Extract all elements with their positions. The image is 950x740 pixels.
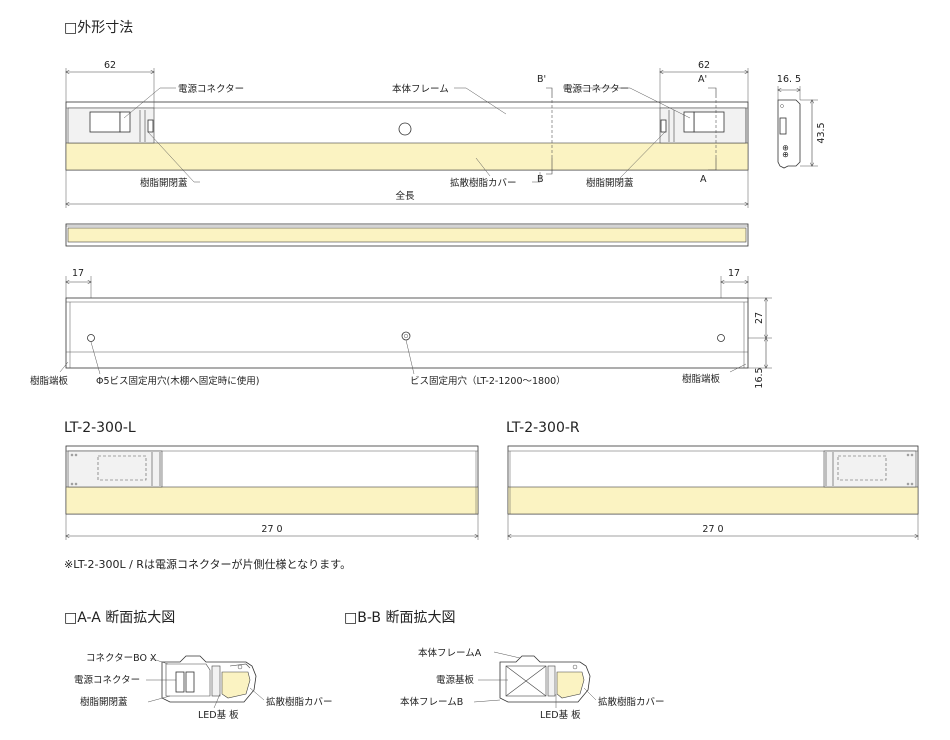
model-right-view: LT-2-300-R 27 0 [506,420,919,540]
section-aa-title: □A-A 断面拡大図 [64,610,175,626]
aa-label-box: コネクターBO X [86,653,157,664]
bb-label-board: 電源基板 [436,674,475,686]
bb-label-diffuser: 拡散樹脂カバー [598,696,665,708]
model-right-dim: 27 0 [702,524,723,535]
model-left-view: LT-2-300-L 27 0 [64,420,479,540]
bottom-view [65,223,749,247]
back-view: 17 17 27 16.5 樹脂端板 Φ5ビス固定用穴(木棚へ固定時に使用) ビ… [30,268,772,389]
side-profile: ⊕⊕ 16. 5 43.5 [777,74,827,169]
section-bb: □B-B 断面拡大図 本体フレームA 電源基板 本体フレームB LED基 板 拡… [344,610,665,721]
back-hole-left [87,334,95,342]
section-aa: □A-A 断面拡大図 コネクターBO X 電源コネクター 樹脂開閉蓋 LED基 … [64,610,333,721]
label-cover-right: 樹脂開閉蓋 [586,177,634,189]
bb-label-frame-a: 本体フレームA [418,647,482,659]
front-connector-right [693,111,725,133]
label-body-frame: 本体フレーム [392,83,449,95]
model-left-dim: 27 0 [261,524,282,535]
model-right-title: LT-2-300-R [506,420,580,436]
dim-17-right: 17 [728,268,740,279]
bb-label-frame-b: 本体フレームB [400,696,463,708]
front-diffuser-cover [65,142,749,171]
front-view: 62 62 電源コネクター 本体フレーム 電源コネクター B' B A' A 樹… [65,60,749,208]
aa-label-cover: 樹脂開閉蓋 [80,696,128,708]
bb-label-led: LED基 板 [540,709,581,721]
front-connector-left [89,111,121,133]
dim-62-left: 62 [104,60,116,71]
page-title: □外形寸法 [64,20,133,36]
note-text: ※LT-2-300L / Rは電源コネクターが片側仕様となります。 [64,557,351,571]
front-center-hole [398,122,412,136]
label-power-connector-left: 電源コネクター [178,84,244,95]
section-bb-title: □B-B 断面拡大図 [344,610,455,626]
section-a-bottom: A [700,174,707,185]
aa-label-diffuser: 拡散樹脂カバー [266,696,333,708]
label-end-plate-right: 樹脂端板 [682,373,721,385]
label-cover-left: 樹脂開閉蓋 [140,177,188,189]
model-left-title: LT-2-300-L [64,420,136,436]
dim-total-length: 全長 [395,190,415,202]
section-a-top: A' [698,74,707,85]
label-power-connector-right: 電源コネクター [563,84,629,95]
label-diffuser: 拡散樹脂カバー [450,177,517,189]
dim-side-height: 43.5 [816,122,827,143]
dim-back-16-5: 16.5 [754,367,765,388]
dim-62-right: 62 [698,60,710,71]
aa-label-connector: 電源コネクター [74,675,140,686]
section-b-bottom: B [537,174,544,185]
dim-back-27: 27 [754,312,765,324]
dim-side-width: 16. 5 [777,74,801,85]
dim-17-left: 17 [72,268,84,279]
svg-text:⊕⊕: ⊕⊕ [781,145,790,158]
label-hole-phi5: Φ5ビス固定用穴(木棚へ固定時に使用) [96,375,259,387]
back-hole-right [717,334,725,342]
label-hole-center: ビス固定用穴（LT-2-1200～1800） [410,375,566,387]
aa-label-led: LED基 板 [198,709,239,721]
label-end-plate-left: 樹脂端板 [30,375,69,387]
section-b-top: B' [537,74,546,85]
